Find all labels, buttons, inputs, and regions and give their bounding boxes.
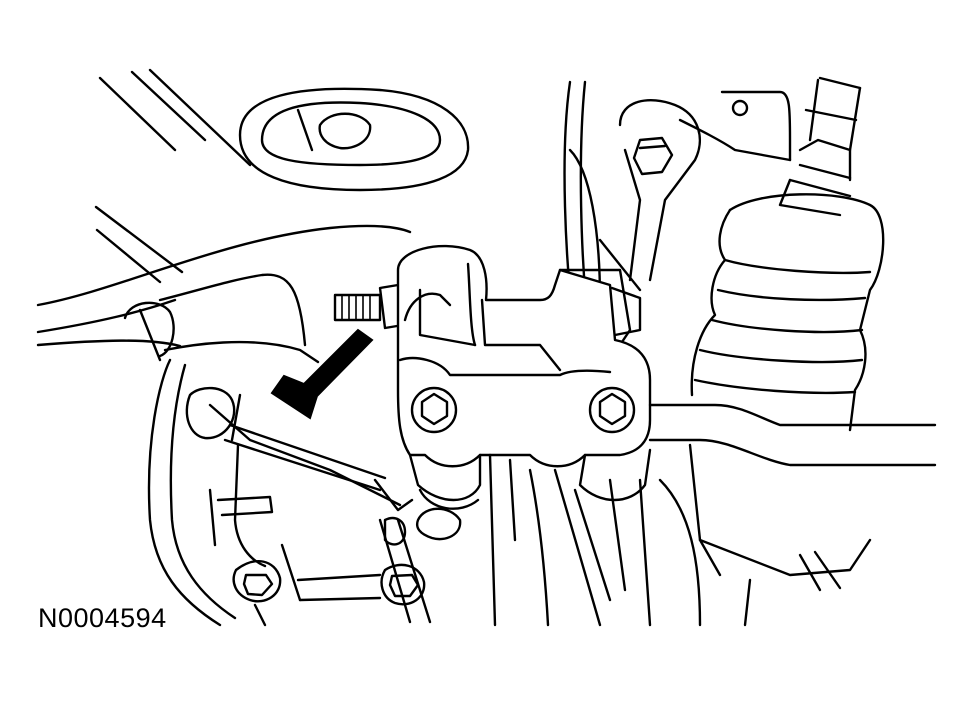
- left-hose: [123, 301, 320, 627]
- lower-left-housing: [185, 386, 426, 627]
- lower-clamp: [416, 453, 702, 627]
- figure-id-label: N0004594: [38, 603, 167, 633]
- bracket-bolts: [410, 386, 636, 434]
- crossmember-arm: [36, 224, 412, 348]
- upper-link-bolt: [618, 98, 702, 282]
- pointer-arrow-icon: [270, 328, 374, 420]
- upper-mount-boss: [238, 87, 470, 192]
- main-bracket: [396, 244, 652, 502]
- stud-bolt: [333, 283, 405, 330]
- tie-rod-arm: [648, 403, 937, 627]
- rack-boot: [690, 193, 885, 432]
- upper-left-struts: [94, 68, 252, 284]
- linkage-rod: [223, 423, 432, 624]
- top-right-bracket: [678, 90, 792, 162]
- steering-shaft: [778, 76, 862, 217]
